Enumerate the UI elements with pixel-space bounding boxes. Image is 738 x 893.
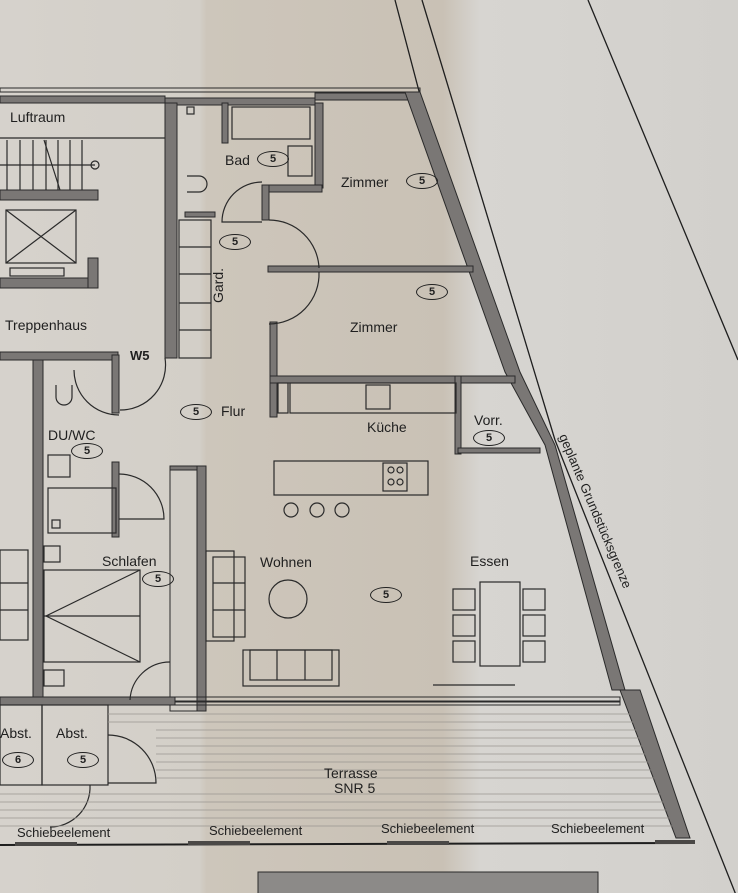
room-label-zimmer-1: Zimmer (341, 174, 389, 190)
terrace-edge (0, 842, 696, 846)
room-label-luftraum: Luftraum (10, 109, 66, 125)
room-label-schlafen: Schlafen (102, 553, 157, 569)
room-number-badge-flur: 5 (180, 404, 212, 420)
room-label-kueche: Küche (367, 419, 407, 435)
room-label-vorrat: Vorr. (474, 412, 503, 428)
terrasse-snr: SNR 5 (334, 780, 376, 796)
room-label-duwc: DU/WC (48, 427, 96, 443)
bathroom-fixtures (0, 106, 546, 828)
room-number-badge-vorrat: 5 (473, 430, 505, 446)
unit-marker: W5 (130, 348, 150, 363)
room-number-badge-abst-2: 5 (67, 752, 99, 768)
room-number-badge-bad: 5 (257, 151, 289, 167)
room-label-wohnen: Wohnen (260, 554, 312, 570)
room-label-flur: Flur (221, 403, 246, 419)
terrace-hatching (0, 713, 672, 827)
room-label-treppenhaus: Treppenhaus (5, 317, 87, 333)
room-label-abstellraum-2: Abst. (56, 725, 88, 741)
room-number-badge-gard: 5 (219, 234, 251, 250)
room-number-badge-schlafen: 5 (142, 571, 174, 587)
room-number-badge-zimmer-2: 5 (416, 284, 448, 300)
room-label-bad: Bad (225, 152, 250, 168)
sliding-element-rails (15, 840, 695, 846)
sliding-element-label-3: Schiebeelement (381, 821, 475, 836)
room-label-abstellraum-1: Abst. (0, 725, 32, 741)
sliding-element-label-2: Schiebeelement (209, 823, 303, 838)
room-label-terrasse: Terrasse (324, 765, 378, 781)
room-label-zimmer-2: Zimmer (350, 319, 398, 335)
room-number-badge-wohnen: 5 (370, 587, 402, 603)
boundary-lines (394, 0, 738, 893)
room-label-garderobe: Gard. (210, 267, 226, 303)
room-number-badge-duwc: 5 (71, 443, 103, 459)
sliding-element-label-4: Schiebeelement (551, 821, 645, 836)
sliding-element-label-1: Schiebeelement (17, 825, 111, 840)
room-number-badge-zimmer-1: 5 (406, 173, 438, 189)
room-label-essen: Essen (470, 553, 509, 569)
staircase (0, 137, 165, 277)
room-number-badge-abst-1: 6 (2, 752, 34, 768)
